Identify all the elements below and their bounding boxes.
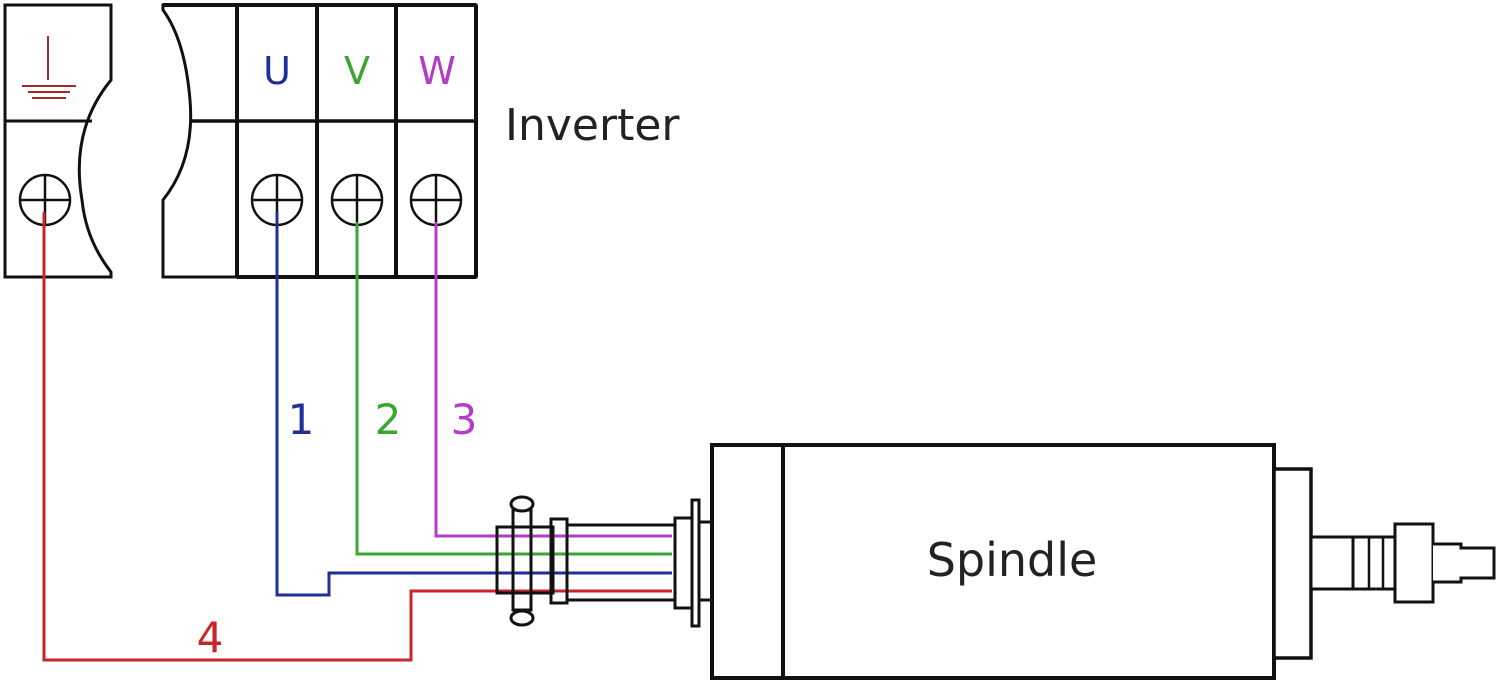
inverter-terminal-block	[161, 3, 478, 279]
wire-4-number: 4	[197, 613, 224, 662]
inverter-label: Inverter	[505, 100, 680, 151]
spindle-label: Spindle	[927, 533, 1098, 587]
terminal-v-label: V	[344, 49, 370, 93]
wire-3-number: 3	[451, 395, 478, 444]
ground-icon	[22, 36, 76, 99]
terminal-w-label: W	[418, 49, 456, 93]
terminal-v-screw-icon[interactable]	[330, 173, 384, 227]
wire-2-number: 2	[375, 395, 402, 444]
wire-1-number: 1	[288, 395, 315, 444]
terminal-u-label: U	[263, 49, 291, 93]
ground-terminal-block	[3, 3, 113, 279]
wire-3-w[interactable]	[434, 222, 672, 538]
cable-gland	[495, 495, 715, 628]
terminal-w-screw-icon[interactable]	[409, 173, 463, 227]
spindle-motor	[710, 443, 1496, 680]
wire-1-u[interactable]	[275, 212, 672, 597]
